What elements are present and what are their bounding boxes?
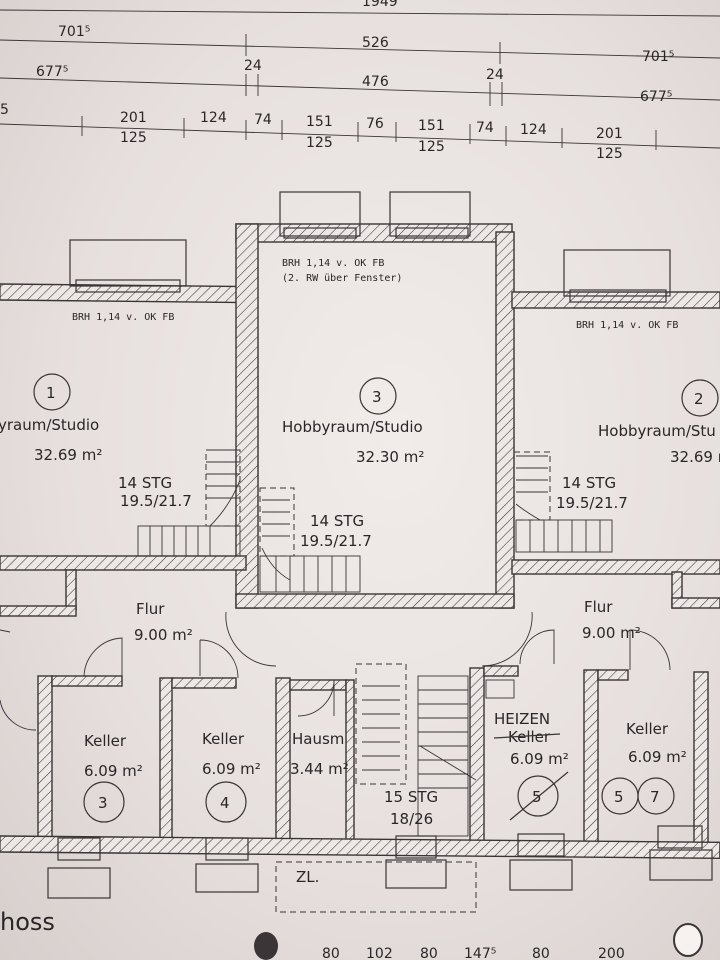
dim-bottom-0: 80 (322, 946, 340, 960)
hausm-area: 3.44 m² (290, 760, 349, 778)
room1-name: yraum/Studio (0, 416, 99, 434)
dim-row3-2: 124 (200, 110, 227, 126)
keller57-number-a: 5 (614, 788, 624, 806)
dim-row1-c: 701⁵ (642, 49, 674, 65)
flur-left-name: Flur (136, 600, 165, 618)
dim-row3-8: 124 (520, 122, 547, 138)
windows (47, 191, 713, 899)
note-brh-left: BRH 1,14 v. OK FB (72, 312, 174, 323)
dim-row3-6: 151 (418, 118, 445, 134)
dim-bottom-1: 102 (366, 946, 393, 960)
dim-row3-9: 201 (596, 126, 623, 142)
dim-row3-1: 201 (120, 110, 147, 126)
dim-row3-4: 151 (306, 114, 333, 130)
door-swings (0, 611, 671, 731)
flur-right-name: Flur (584, 598, 613, 616)
keller4-number: 4 (220, 794, 230, 812)
dim-bottom-5: 200 (598, 946, 625, 960)
dimension-lines: 1949 701⁵ 526 701⁵ 677⁵ 24 476 24 677⁵ 5… (0, 0, 720, 162)
flur-right-area: 9.00 m² (582, 624, 641, 642)
walls (0, 223, 720, 859)
heizen-area: 6.09 m² (510, 750, 569, 768)
room3-name: Hobbyraum/Studio (282, 418, 423, 436)
note-rw-center: (2. RW über Fenster) (282, 273, 402, 284)
footer-title: hoss (0, 908, 55, 936)
keller3-number: 3 (98, 794, 108, 812)
stair-right-steps: 14 STG (562, 474, 616, 492)
binder-rings (254, 923, 703, 960)
zl-label: ZL. (296, 868, 319, 886)
note-brh-right: BRH 1,14 v. OK FB (576, 320, 678, 331)
keller57-number-b: 7 (650, 788, 660, 806)
stair-main-ratio: 18/26 (390, 810, 433, 828)
dim-bottom-4: 80 (532, 946, 550, 960)
dim-row1-b: 526 (362, 35, 389, 51)
room2-area: 32.69 m (670, 448, 720, 466)
heizen-struck: Keller (508, 728, 551, 746)
dim-row2-d: 24 (486, 67, 504, 83)
dim-bottom-3: 147⁵ (464, 946, 496, 960)
room1-number: 1 (46, 384, 56, 402)
stair-center-steps: 14 STG (310, 512, 364, 530)
stair-right-ratio: 19.5/21.7 (556, 494, 628, 512)
dim-total: 1949 (362, 0, 398, 10)
stair-left-steps: 14 STG (118, 474, 172, 492)
hausm-name: Hausm (292, 730, 344, 748)
room3-area: 32.30 m² (356, 448, 424, 466)
dim-row1-a: 701⁵ (58, 24, 90, 40)
room-number-circles (33, 373, 719, 823)
keller57-name: Keller (626, 720, 669, 738)
note-brh-center: BRH 1,14 v. OK FB (282, 258, 384, 269)
keller4-name: Keller (202, 730, 245, 748)
stairs (137, 449, 613, 913)
dim-bottom-2: 80 (420, 946, 438, 960)
room2-name: Hobbyraum/Stu (598, 422, 716, 440)
dim-row3b-3: 125 (596, 146, 623, 162)
heizen-number: 5 (532, 788, 542, 806)
dim-row3b-2: 125 (418, 139, 445, 155)
dim-row2-c: 476 (362, 74, 389, 90)
room2-number: 2 (694, 390, 704, 408)
labels: BRH 1,14 v. OK FB BRH 1,14 v. OK FB (2. … (0, 258, 720, 960)
dim-row2-a: 677⁵ (36, 64, 68, 80)
dim-row3b-0: 125 (120, 130, 147, 146)
keller3-area: 6.09 m² (84, 762, 143, 780)
room3-number: 3 (372, 388, 382, 406)
keller57-area: 6.09 m² (628, 748, 687, 766)
dim-row2-b: 24 (244, 58, 262, 74)
stair-main-steps: 15 STG (384, 788, 438, 806)
dim-row3-3: 74 (254, 112, 272, 128)
stair-left-ratio: 19.5/21.7 (120, 492, 192, 510)
heizen-name: HEIZEN (494, 710, 550, 728)
dim-row3-5: 76 (366, 116, 384, 132)
dim-row3-7: 74 (476, 120, 494, 136)
dim-row3-0: 5 (0, 102, 9, 118)
keller3-name: Keller (84, 732, 127, 750)
dim-row2-e: 677⁵ (640, 89, 672, 105)
dim-row3b-1: 125 (306, 135, 333, 151)
room1-area: 32.69 m² (34, 446, 102, 464)
stair-center-ratio: 19.5/21.7 (300, 532, 372, 550)
keller4-area: 6.09 m² (202, 760, 261, 778)
flur-left-area: 9.00 m² (134, 626, 193, 644)
